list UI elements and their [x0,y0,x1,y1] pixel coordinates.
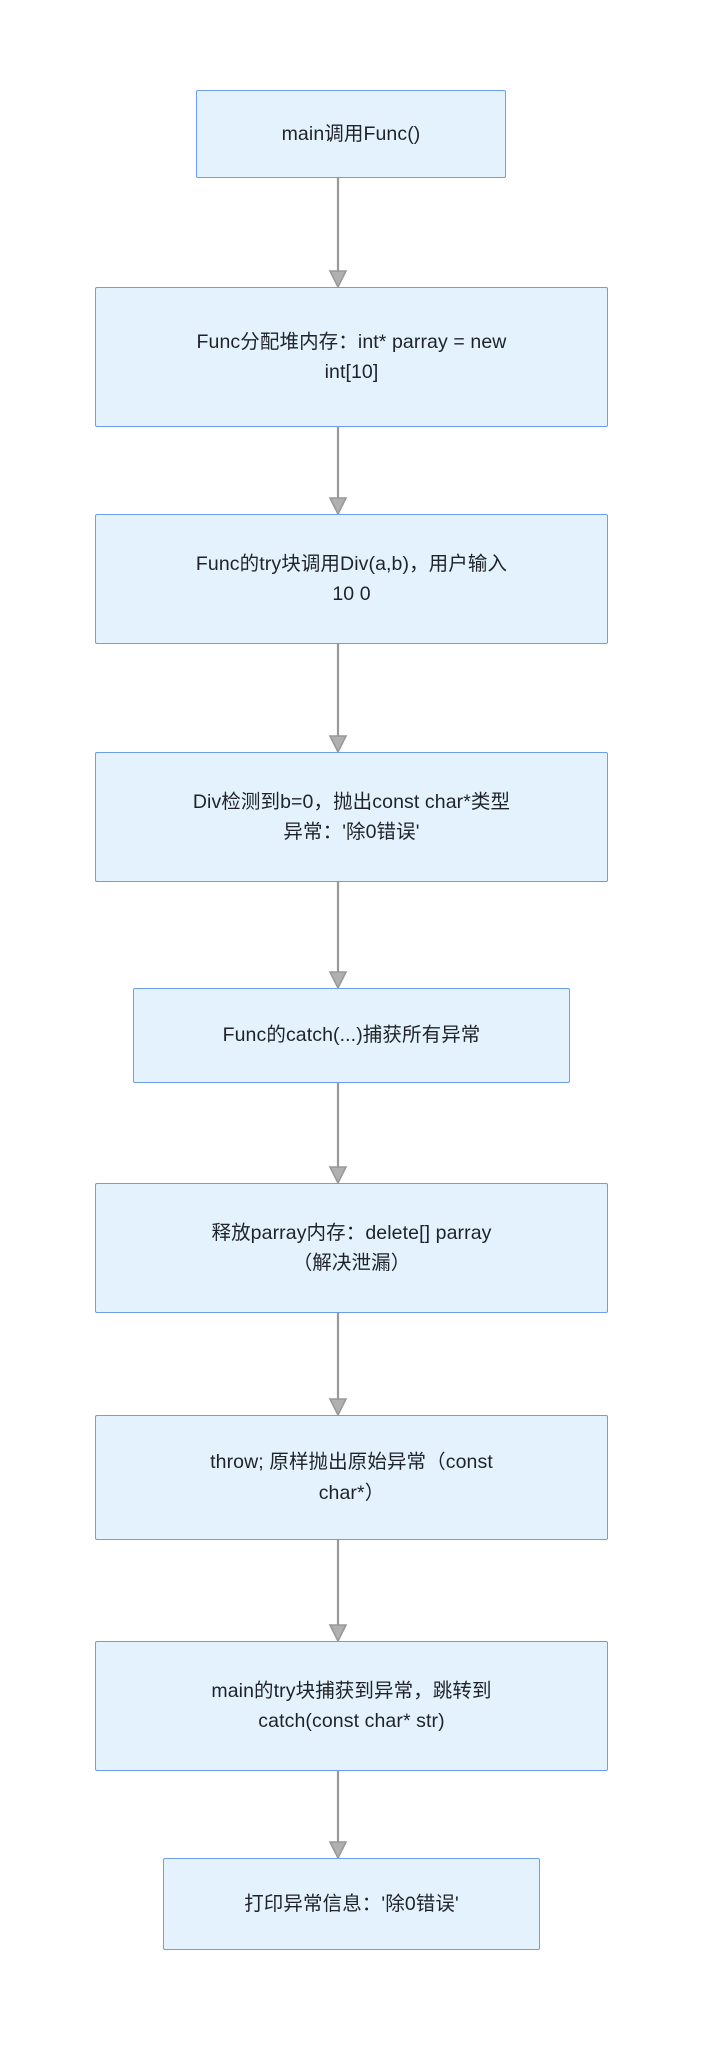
flow-node-n3[interactable]: Func的try块调用Div(a,b)，用户输入 10 0 [95,514,608,644]
flow-arrow-n4-to-n5 [325,882,351,990]
flow-node-n1[interactable]: main调用Func() [196,90,506,178]
flow-node-n9[interactable]: 打印异常信息：'除0错误' [163,1858,540,1950]
flow-arrow-n3-to-n4 [325,644,351,754]
flow-node-n7[interactable]: throw; 原样抛出原始异常（const char*） [95,1415,608,1540]
flow-node-label: Func的catch(...)捕获所有异常 [222,1024,481,1047]
flow-node-label: Div检测到b=0，抛出const char*类型 异常：'除0错误' [192,790,511,843]
flow-node-label: main调用Func() [281,122,421,145]
flow-node-label: Func分配堆内存：int* parray = new int[10] [196,330,507,383]
flow-node-label: main的try块捕获到异常，跳转到 catch(const char* str… [211,1679,492,1732]
flow-arrow-n8-to-n9 [325,1771,351,1860]
flow-arrow-n6-to-n7 [325,1313,351,1417]
flow-node-n2[interactable]: Func分配堆内存：int* parray = new int[10] [95,287,608,427]
flow-node-n8[interactable]: main的try块捕获到异常，跳转到 catch(const char* str… [95,1641,608,1771]
flow-arrow-n2-to-n3 [325,427,351,516]
flow-arrow-n1-to-n2 [325,178,351,289]
flow-node-label: 打印异常信息：'除0错误' [244,1892,459,1915]
flow-node-label: throw; 原样抛出原始异常（const char*） [210,1451,493,1504]
flow-node-label: 释放parray内存：delete[] parray （解决泄漏） [211,1221,492,1274]
flow-arrow-n5-to-n6 [325,1083,351,1185]
flow-node-n5[interactable]: Func的catch(...)捕获所有异常 [133,988,570,1083]
flow-node-label: Func的try块调用Div(a,b)，用户输入 10 0 [195,552,508,605]
flow-arrow-n7-to-n8 [325,1540,351,1643]
flow-node-n4[interactable]: Div检测到b=0，抛出const char*类型 异常：'除0错误' [95,752,608,882]
flow-node-n6[interactable]: 释放parray内存：delete[] parray （解决泄漏） [95,1183,608,1313]
